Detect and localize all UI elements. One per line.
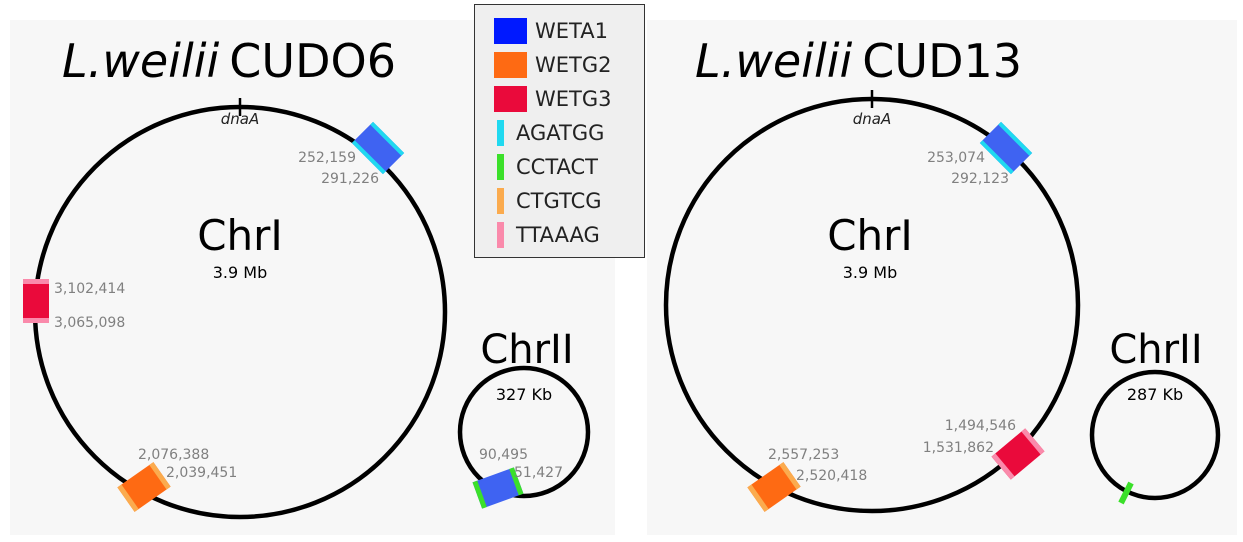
legend-label: TTAAAG <box>516 223 600 247</box>
chr2-cctact-motif <box>1118 481 1134 505</box>
coord-label: 3,102,414 <box>54 281 125 297</box>
coord-label: 3,065,098 <box>54 315 125 331</box>
dnaa-label: dnaA <box>853 110 891 128</box>
coord-label: 90,495 <box>479 447 528 463</box>
motif-bar-icon <box>497 120 504 146</box>
legend-label: CCTACT <box>516 155 599 179</box>
legend-label: WETG2 <box>535 53 612 77</box>
chr2-weta1-element <box>472 467 524 509</box>
legend-item-ttaaag: TTAAAG <box>475 220 600 250</box>
legend-label: WETA1 <box>535 19 608 43</box>
chr1-label: ChrI <box>827 211 913 260</box>
chr1-wetg2-element <box>747 462 801 512</box>
chr1-size: 3.9 Mb <box>843 263 898 282</box>
legend-item-wetg3: WETG3 <box>475 84 612 114</box>
chr1-wetg3-element <box>23 279 49 323</box>
coord-label: 1,531,862 <box>923 440 994 456</box>
legend-item-agatgg: AGATGG <box>475 118 604 148</box>
chr1-weta1-element <box>351 121 405 175</box>
coord-label: 291,226 <box>321 171 379 187</box>
title-species: L.weilii <box>62 34 220 88</box>
chr2-circle <box>457 365 591 499</box>
motif-bar-icon <box>497 154 504 180</box>
coord-label: 292,123 <box>951 171 1009 187</box>
element-box-icon <box>494 52 527 78</box>
coord-label: 2,557,253 <box>768 447 839 463</box>
chr2-label: ChrII <box>480 327 573 373</box>
legend-item-ctgtcg: CTGTCG <box>475 186 602 216</box>
motif-bar-icon <box>497 188 504 214</box>
coord-label: 252,159 <box>298 150 356 166</box>
element-box-icon <box>494 86 527 112</box>
legend: WETA1 WETG2 WETG3 AGATGG CCTACT CTGTCG T… <box>474 4 645 258</box>
coord-label: 253,074 <box>927 150 985 166</box>
title-strain: CUDO6 <box>229 34 396 88</box>
legend-item-cctact: CCTACT <box>475 152 598 182</box>
element-box-icon <box>494 18 527 44</box>
coord-label: 2,520,418 <box>796 468 867 484</box>
coord-label: 51,427 <box>514 465 563 481</box>
legend-item-weta1: WETA1 <box>475 16 608 46</box>
coord-label: 1,494,546 <box>945 418 1016 434</box>
chr2-label: ChrII <box>1109 327 1202 373</box>
chr1-size: 3.9 Mb <box>213 263 268 282</box>
legend-item-wetg2: WETG2 <box>475 50 612 80</box>
chr1-wetg3-element <box>991 428 1045 480</box>
chr1-wetg2-element <box>117 462 171 512</box>
coord-label: 2,039,451 <box>166 465 237 481</box>
chr1-weta1-element <box>979 121 1033 175</box>
title-species: L.weilii <box>695 34 853 88</box>
legend-label: CTGTCG <box>516 189 602 213</box>
legend-label: WETG3 <box>535 87 612 111</box>
chr2-size: 327 Kb <box>496 385 552 404</box>
coord-label: 2,076,388 <box>138 447 209 463</box>
legend-label: AGATGG <box>516 121 605 145</box>
title-strain: CUD13 <box>862 34 1022 88</box>
dnaa-label: dnaA <box>221 110 259 128</box>
chr2-size: 287 Kb <box>1127 385 1183 404</box>
panel-cud13 <box>647 20 1237 535</box>
motif-bar-icon <box>497 222 504 248</box>
chr1-label: ChrI <box>197 211 283 260</box>
chr2-circle <box>1089 369 1221 501</box>
